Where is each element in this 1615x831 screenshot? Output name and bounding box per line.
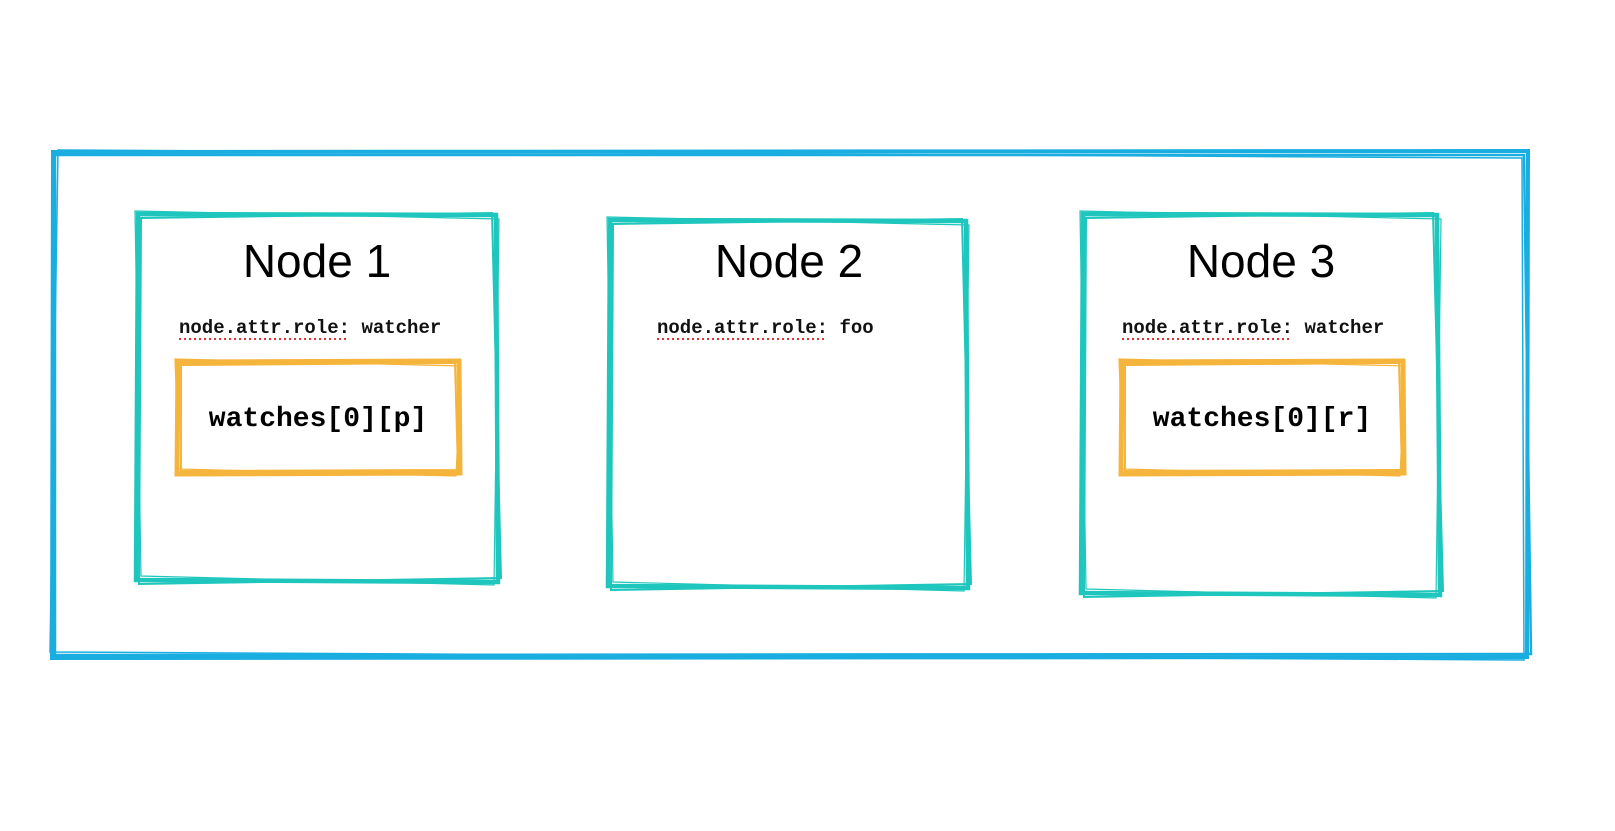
node-title: Node 3 (1187, 235, 1335, 287)
role-value: foo (839, 317, 873, 339)
watch-label: watches[0][p] (209, 404, 427, 435)
role-label: node.attr.role: foo (657, 317, 874, 339)
role-key: node.attr.role (1122, 317, 1282, 339)
role-separator: : (339, 317, 362, 339)
node-box-1: Node 1 node.attr.role: watcher watches[0… (133, 210, 503, 586)
role-separator: : (817, 317, 840, 339)
node-title: Node 2 (715, 235, 863, 287)
role-label: node.attr.role: watcher (1122, 317, 1384, 339)
watch-box (174, 358, 463, 477)
role-separator: : (1282, 317, 1305, 339)
role-value: watcher (361, 317, 441, 339)
node-box-3: Node 3 node.attr.role: watcher watches[0… (1078, 210, 1445, 599)
role-label: node.attr.role: watcher (179, 317, 441, 339)
role-value: watcher (1304, 317, 1384, 339)
role-key: node.attr.role (179, 317, 339, 339)
cluster-frame (49, 148, 1533, 661)
watch-box (1118, 358, 1407, 477)
watch-label: watches[0][r] (1153, 404, 1371, 435)
node-box-2: Node 2 node.attr.role: foo (605, 216, 973, 592)
role-key: node.attr.role (657, 317, 817, 339)
node-title: Node 1 (243, 235, 391, 287)
